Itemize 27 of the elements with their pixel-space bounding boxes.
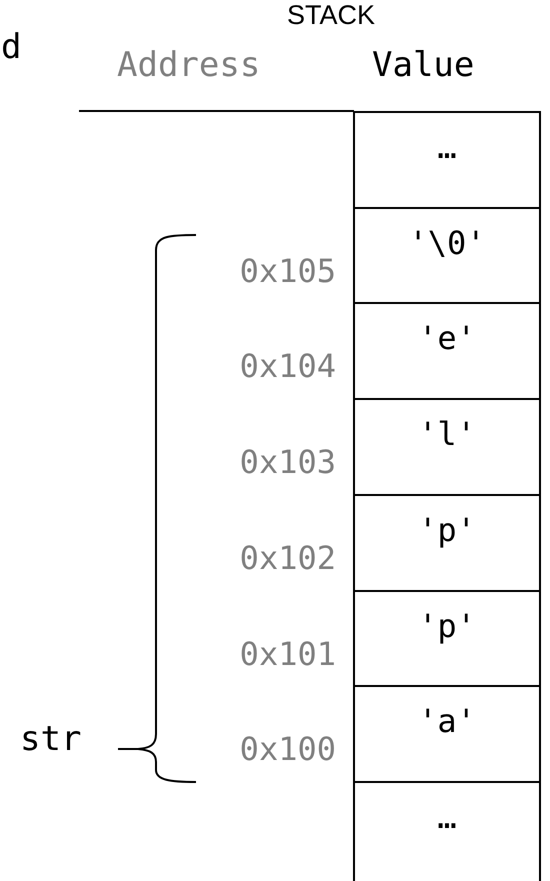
stack-cell [353, 780, 541, 881]
stack-cell [353, 494, 541, 592]
address-label: 0x104 [240, 346, 336, 386]
address-label: 0x105 [240, 250, 336, 291]
column-header: Address [117, 48, 260, 82]
stack-cell [353, 302, 541, 400]
address-label: 0x103 [240, 442, 336, 482]
cell-value: 'p' [418, 510, 476, 550]
cell-value: 'e' [418, 318, 476, 358]
cell-value: '\0' [408, 222, 486, 263]
cell-value: … [437, 796, 457, 837]
column-header: Value [372, 48, 474, 82]
cell-value: … [437, 127, 457, 167]
address-label: 0x102 [240, 538, 336, 578]
cut-off-label: d [1, 30, 22, 64]
address-label: 0x100 [240, 729, 336, 770]
cell-value: 'p' [418, 606, 476, 646]
address-label: 0x101 [240, 634, 336, 674]
stack-cell [353, 398, 541, 496]
stack-cell [353, 206, 541, 304]
stack-cell [353, 590, 541, 688]
variable-name: str [20, 722, 82, 756]
stack-cell [353, 111, 541, 209]
cell-value: 'l' [418, 414, 476, 454]
stack-title: STACK [287, 2, 376, 29]
cell-value: 'a' [418, 701, 476, 742]
stack-cell [353, 685, 541, 783]
